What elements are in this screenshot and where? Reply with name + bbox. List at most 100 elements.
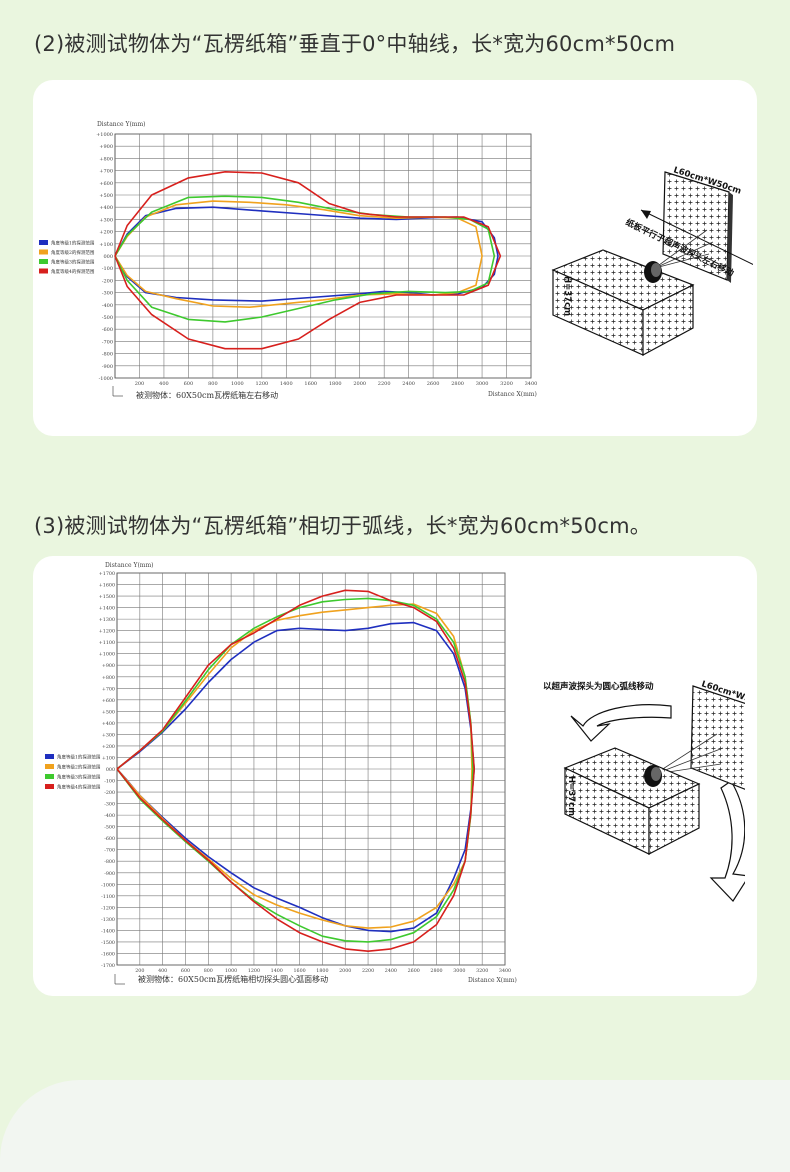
legend-swatch xyxy=(39,249,48,255)
detection-range-chart-section-3: Distance Y(mm) Distance X(mm) 被测物体：60X50… xyxy=(45,562,517,985)
y-tick-label: 000 xyxy=(103,254,113,260)
y-tick-label: +1000 xyxy=(99,652,115,658)
y-tick-label: +100 xyxy=(102,755,115,761)
x-tick-label: 400 xyxy=(159,381,169,387)
chart-caption: 被测物体：60X50cm瓦楞纸箱相切探头圆心弧面移动 xyxy=(138,974,328,984)
x-tick-label: 2600 xyxy=(427,381,440,387)
y-tick-label: +1700 xyxy=(99,571,115,577)
x-tick-label: 2000 xyxy=(353,381,366,387)
x-tick-label: 2000 xyxy=(339,968,351,974)
x-tick-label: 3400 xyxy=(499,968,511,974)
y-tick-label: +500 xyxy=(99,193,113,199)
y-tick-label: +700 xyxy=(102,686,115,692)
y-tick-label: +400 xyxy=(99,205,113,211)
x-tick-label: 2800 xyxy=(430,968,442,974)
y-tick-label: -500 xyxy=(102,315,113,321)
y-tick-label: +1100 xyxy=(99,640,115,646)
legend-swatch xyxy=(39,268,48,274)
x-axis-title: Distance X(mm) xyxy=(488,391,537,398)
test-setup-diagram-section-3: 以超声波探头为圆心弧线移动 L60cm*W50cm H=37cm xyxy=(543,679,745,902)
y-axis-title: Distance Y(mm) xyxy=(105,562,154,569)
y-tick-label: -700 xyxy=(104,848,115,854)
y-tick-label: -800 xyxy=(104,859,115,865)
y-tick-label: +100 xyxy=(99,242,113,248)
y-tick-label: -500 xyxy=(104,825,115,831)
y-tick-label: -600 xyxy=(102,327,113,333)
y-tick-label: -1000 xyxy=(99,376,113,382)
x-tick-label: 1600 xyxy=(293,968,305,974)
y-tick-label: +800 xyxy=(99,156,113,162)
y-tick-label: +600 xyxy=(102,698,115,704)
x-tick-label: 1800 xyxy=(316,968,328,974)
series-line-3 xyxy=(114,195,496,323)
y-tick-label: -400 xyxy=(102,303,113,309)
y-tick-label: -1200 xyxy=(101,905,115,911)
series-line-2 xyxy=(114,200,483,308)
y-tick-label: +900 xyxy=(99,144,113,150)
chart-card-section-3: Distance Y(mm) Distance X(mm) 被测物体：60X50… xyxy=(33,556,757,996)
axis-origin-marker xyxy=(112,386,123,397)
y-tick-label: +1200 xyxy=(99,629,115,635)
x-tick-label: 1400 xyxy=(271,968,283,974)
section-2-title: (2)被测试物体为“瓦楞纸箱”垂直于0°中轴线，长*宽为60cm*50cm xyxy=(34,32,676,56)
y-tick-label: -200 xyxy=(104,790,115,796)
y-tick-label: 000 xyxy=(106,767,115,773)
y-tick-label: -300 xyxy=(104,802,115,808)
x-tick-label: 800 xyxy=(208,381,218,387)
y-tick-label: +200 xyxy=(102,744,115,750)
legend-label: 角度等级2的探测范围 xyxy=(51,249,95,256)
x-tick-label: 1800 xyxy=(329,381,342,387)
x-tick-label: 2200 xyxy=(378,381,391,387)
x-tick-label: 200 xyxy=(135,381,145,387)
y-tick-label: +1000 xyxy=(96,132,113,138)
series-line-4 xyxy=(114,171,502,350)
y-tick-label: +600 xyxy=(99,181,113,187)
x-tick-label: 600 xyxy=(181,968,190,974)
x-tick-label: 3400 xyxy=(525,381,538,387)
x-tick-label: 2800 xyxy=(451,381,464,387)
legend-swatch xyxy=(39,259,48,264)
y-tick-label: -100 xyxy=(104,779,115,785)
legend-label: 角度等级4的探测范围 xyxy=(57,784,101,791)
y-tick-label: -1000 xyxy=(101,882,115,888)
page-bottom-panel xyxy=(0,1080,790,1172)
legend-swatch xyxy=(45,784,54,789)
x-tick-label: 3000 xyxy=(453,968,465,974)
ultrasonic-sensor-icon xyxy=(644,261,662,283)
legend-label: 角度等级1的探测范围 xyxy=(51,240,95,247)
y-tick-label: +900 xyxy=(102,663,115,669)
y-tick-label: -900 xyxy=(104,871,115,877)
section-3-title: (3)被测试物体为“瓦楞纸箱”相切于弧线，长*宽为60cm*50cm。 xyxy=(34,514,651,538)
cardboard-board xyxy=(662,171,733,283)
x-tick-label: 200 xyxy=(135,968,144,974)
x-tick-label: 2400 xyxy=(402,381,415,387)
height-label: H=37cm xyxy=(562,276,572,316)
y-tick-label: +300 xyxy=(99,217,113,223)
x-tick-label: 3200 xyxy=(500,381,513,387)
x-tick-label: 1200 xyxy=(248,968,260,974)
series-line-3 xyxy=(116,597,474,943)
cardboard-board xyxy=(690,685,745,790)
y-tick-label: -300 xyxy=(102,291,113,297)
legend-label: 角度等级4的探测范围 xyxy=(51,268,95,275)
motion-arrow-icon xyxy=(640,209,753,265)
chart-card-section-2: Distance Y(mm) Distance X(mm) 被测物体：60X50… xyxy=(33,80,757,436)
x-tick-label: 3000 xyxy=(476,381,489,387)
y-tick-label: -800 xyxy=(102,352,113,358)
legend-label: 角度等级3的探测范围 xyxy=(57,774,101,781)
x-tick-label: 2200 xyxy=(362,968,374,974)
legend-swatch xyxy=(45,764,54,769)
sensor-beam xyxy=(654,229,714,269)
legend-swatch xyxy=(39,240,48,245)
y-tick-label: +1600 xyxy=(99,583,115,589)
x-tick-label: 1000 xyxy=(225,968,237,974)
y-tick-label: -1400 xyxy=(101,928,115,934)
chart-caption: 被测物体：60X50cm瓦楞纸箱左右移动 xyxy=(136,390,278,400)
x-tick-label: 400 xyxy=(158,968,167,974)
series-line-2 xyxy=(116,603,473,929)
y-tick-label: +1300 xyxy=(99,617,115,623)
y-tick-label: -700 xyxy=(102,339,113,345)
height-label: H=37cm xyxy=(566,776,576,816)
motion-label: 以超声波探头为圆心弧线移动 xyxy=(543,681,654,692)
y-tick-label: +1400 xyxy=(99,606,115,612)
